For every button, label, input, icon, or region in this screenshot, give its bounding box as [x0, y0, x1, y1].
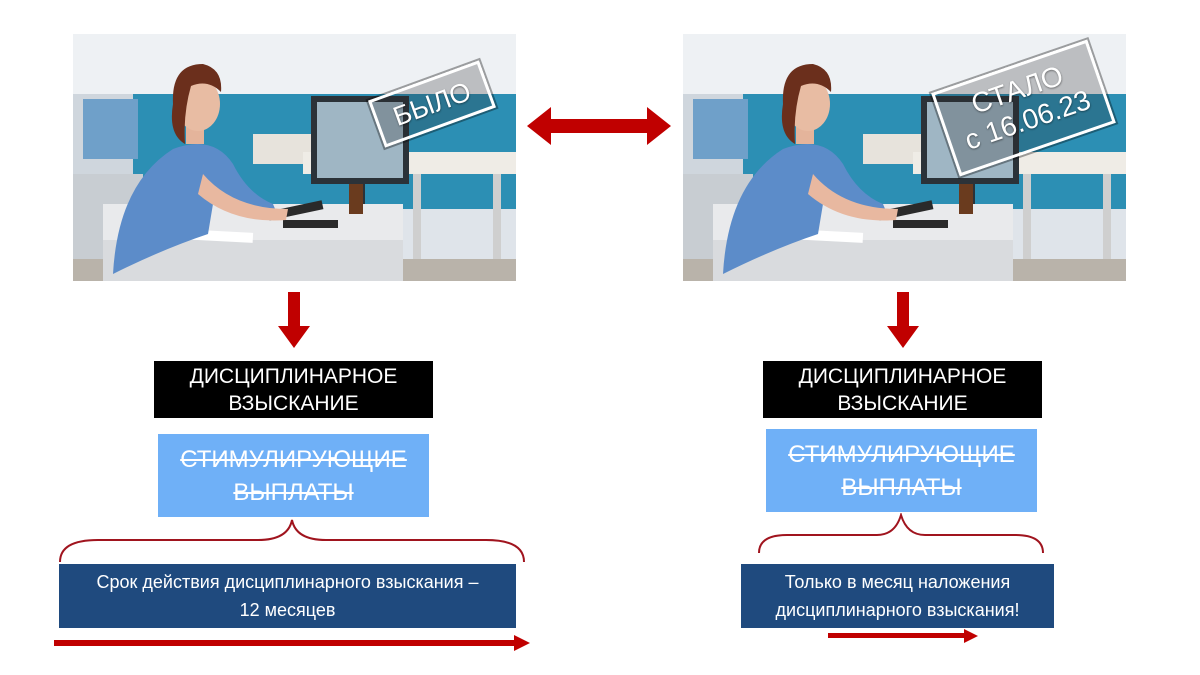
- penalty-line-1: ДИСЦИПЛИНАРНОЕ: [798, 364, 1007, 388]
- double-arrow-icon: [527, 107, 671, 145]
- curly-brace-icon: [758, 513, 1044, 554]
- bonus-line-2: ВЫПЛАТЫ: [233, 478, 354, 506]
- bonus-line-1: СТИМУЛИРУЮЩИЕ: [180, 445, 407, 473]
- penalty-line-1: ДИСЦИПЛИНАРНОЕ: [189, 364, 398, 388]
- curly-brace-icon: [59, 519, 525, 563]
- right-arrow-icon: [54, 635, 530, 651]
- penalty-line-2: ВЗЫСКАНИЕ: [837, 391, 968, 415]
- penalty-box-after: ДИСЦИПЛИНАРНОЕ ВЗЫСКАНИЕ: [763, 361, 1042, 418]
- bonus-box-before: СТИМУЛИРУЮЩИЕ ВЫПЛАТЫ: [158, 434, 429, 517]
- penalty-line-2: ВЗЫСКАНИЕ: [228, 391, 359, 415]
- note-line-2: дисциплинарного взыскания!: [775, 600, 1020, 620]
- penalty-box-before: ДИСЦИПЛИНАРНОЕ ВЗЫСКАНИЕ: [154, 361, 433, 418]
- note-line-1: Только в месяц наложения: [784, 572, 1011, 592]
- validity-note-after: Только в месяц наложения дисциплинарного…: [741, 564, 1054, 628]
- note-line-1: Срок действия дисциплинарного взыскания …: [96, 572, 479, 592]
- photo-before: БЫЛО: [73, 34, 516, 281]
- down-arrow-icon: [278, 292, 310, 348]
- photo-after: СТАЛО с 16.06.23: [683, 34, 1126, 281]
- right-arrow-icon: [828, 629, 978, 643]
- down-arrow-icon: [887, 292, 919, 348]
- note-line-2: 12 месяцев: [239, 600, 336, 620]
- validity-note-before: Срок действия дисциплинарного взыскания …: [59, 564, 516, 628]
- bonus-line-1: СТИМУЛИРУЮЩИЕ: [788, 440, 1015, 468]
- bonus-line-2: ВЫПЛАТЫ: [841, 473, 962, 501]
- bonus-box-after: СТИМУЛИРУЮЩИЕ ВЫПЛАТЫ: [766, 429, 1037, 512]
